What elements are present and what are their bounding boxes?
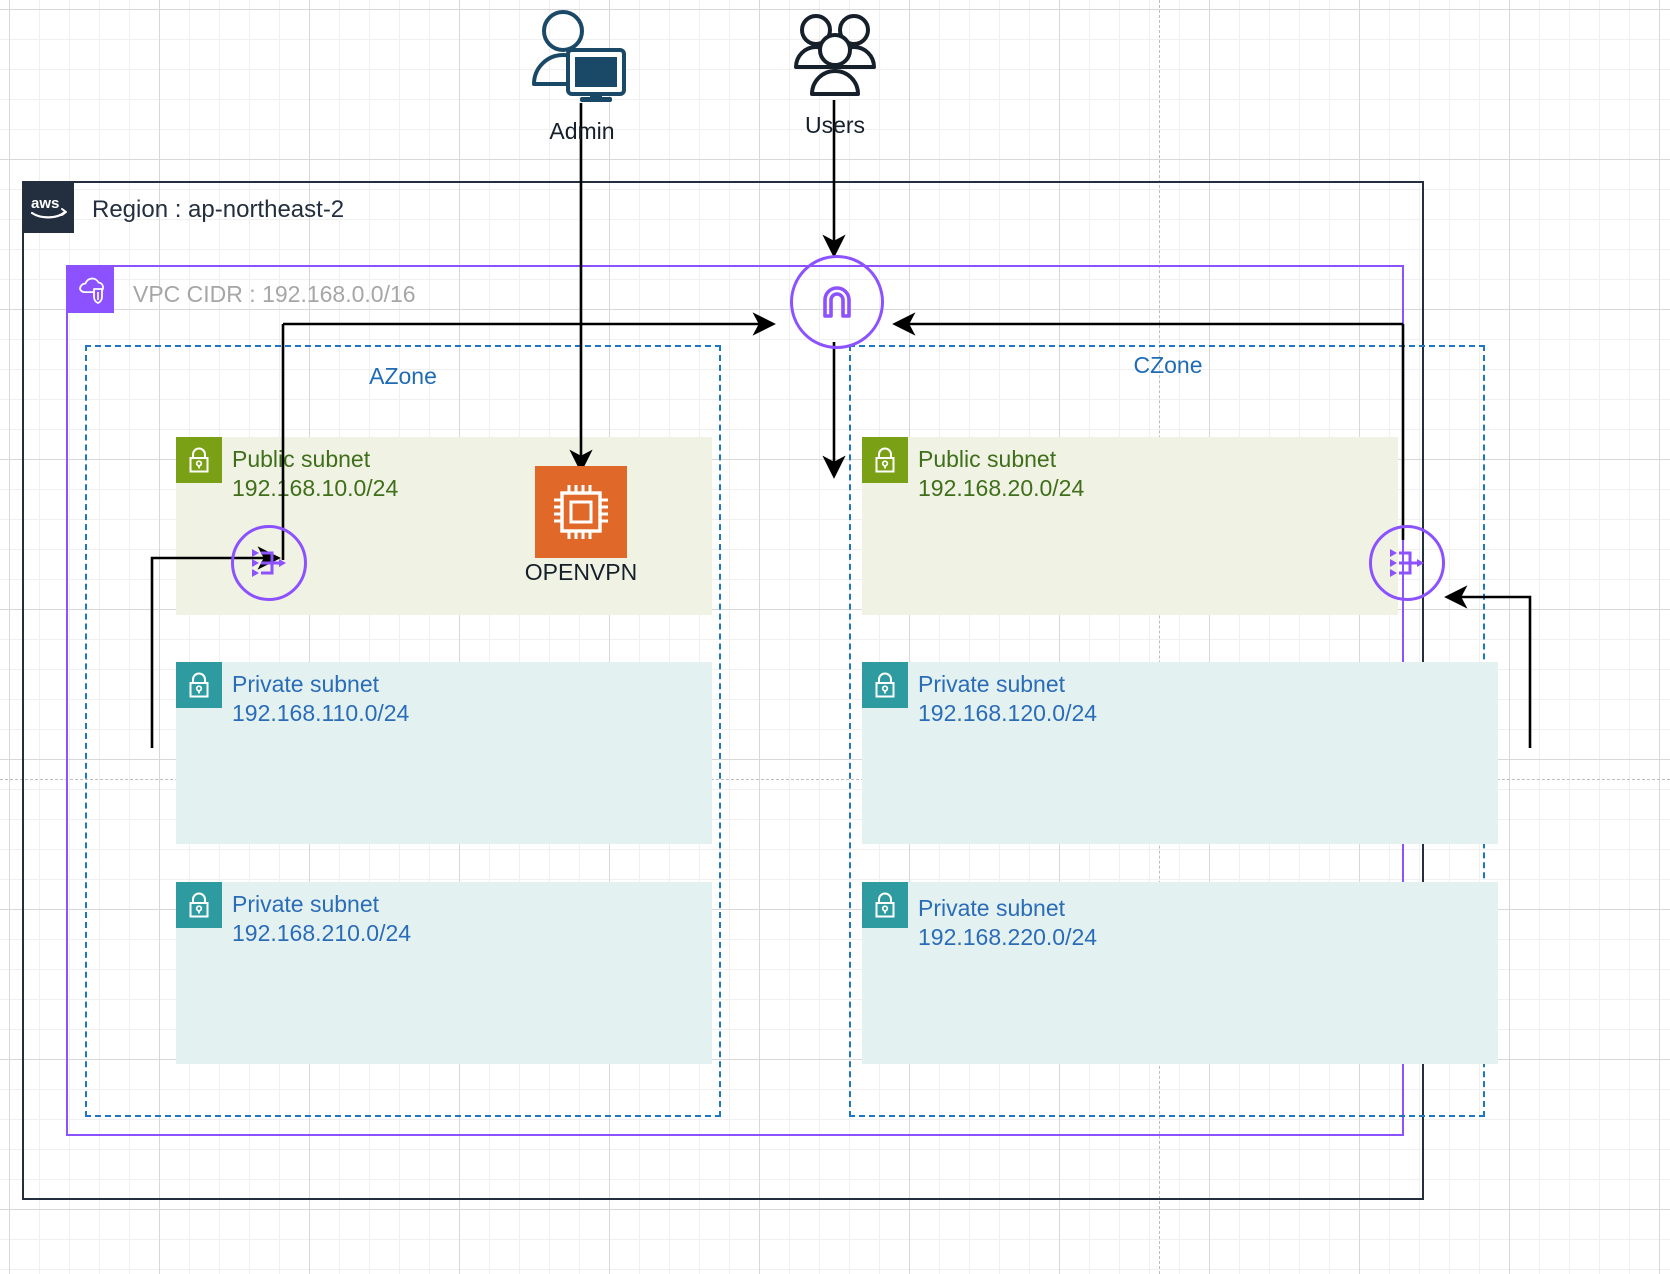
lock-icon [176,662,222,708]
subnet-private-czone-220-text: Private subnet 192.168.220.0/24 [918,894,1097,951]
admin-label: Admin [549,118,615,144]
subnet-private-czone-120-text: Private subnet 192.168.120.0/24 [918,670,1097,727]
subnet-private-czone-220 [862,882,1498,1064]
subnet-cidr: 192.168.110.0/24 [232,699,410,726]
lock-icon [176,437,222,483]
ec2-instance-icon[interactable] [535,466,627,558]
lock-icon [862,882,908,928]
svg-text:aws: aws [31,195,59,212]
aws-logo-icon: aws [24,183,74,233]
internet-gateway-icon[interactable] [790,255,884,349]
subnet-name: Private subnet [918,895,1066,921]
azone-label: AZone [369,363,437,389]
nat-gateway-icon-czone[interactable] [1369,525,1445,601]
subnet-name: Public subnet [918,446,1057,472]
availability-zone-azone [85,345,721,1117]
region-label: Region : ap-northeast-2 [92,196,345,223]
subnet-cidr: 192.168.210.0/24 [232,919,412,946]
subnet-name: Private subnet [232,671,380,697]
subnet-name: Private subnet [918,671,1066,697]
subnet-name: Public subnet [232,446,371,472]
subnet-name: Private subnet [232,891,380,917]
subnet-private-czone-120 [862,662,1498,844]
subnet-public-czone [862,437,1398,615]
users-group-icon [790,10,880,101]
lock-icon [862,662,908,708]
subnet-private-azone-110-text: Private subnet 192.168.110.0/24 [232,670,409,727]
czone-label: CZone [1133,352,1203,378]
subnet-private-azone-210 [176,882,712,1064]
users-label: Users [804,112,866,138]
subnet-public-azone-text: Public subnet 192.168.10.0/24 [232,445,398,502]
lock-icon [862,437,908,483]
admin-icon [530,10,634,107]
vpc-icon [68,267,114,313]
vpc-label: VPC CIDR : 192.168.0.0/16 [133,281,416,307]
subnet-public-czone-text: Public subnet 192.168.20.0/24 [918,445,1084,502]
nat-gateway-icon-azone[interactable] [231,525,307,601]
subnet-cidr: 192.168.120.0/24 [918,699,1098,726]
subnet-cidr: 192.168.20.0/24 [918,474,1085,501]
subnet-private-azone-210-text: Private subnet 192.168.210.0/24 [232,890,411,947]
subnet-cidr: 192.168.10.0/24 [232,474,399,501]
lock-icon [176,882,222,928]
openvpn-label: OPENVPN [524,559,638,585]
subnet-cidr: 192.168.220.0/24 [918,923,1098,950]
